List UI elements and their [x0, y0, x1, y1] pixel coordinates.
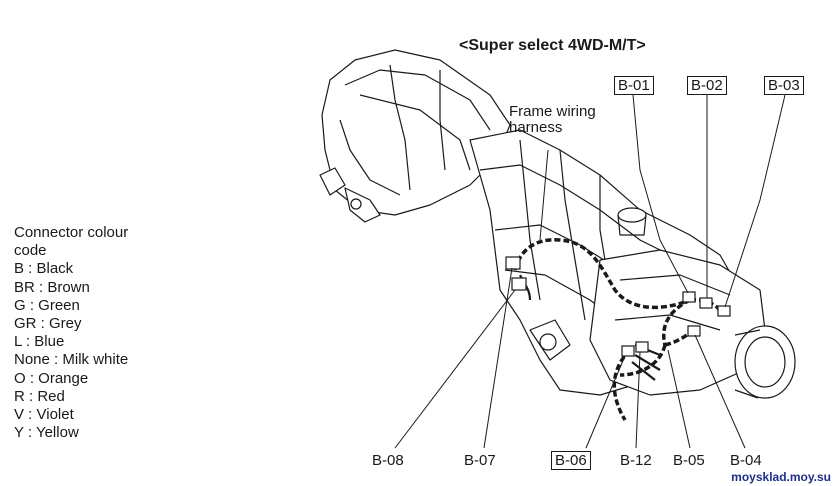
- diagram-title: <Super select 4WD-M/T>: [459, 37, 646, 54]
- connector-label-b05: B-05: [673, 452, 705, 469]
- leader-b07: [483, 267, 513, 449]
- legend-item: G : Green: [14, 296, 80, 314]
- legend-item: None : Milk white: [14, 351, 129, 369]
- leader-harness: [539, 149, 549, 241]
- frame-wiring-harness-label: Frame wiring harness: [509, 103, 596, 136]
- leader-b01: [632, 94, 689, 294]
- connector-blocks: [505, 256, 731, 357]
- legend-item: GR : Grey: [14, 315, 82, 333]
- connector-label-b04: B-04: [730, 452, 762, 469]
- connector-label-b07: B-07: [464, 452, 496, 469]
- leader-b06: [585, 355, 626, 449]
- transmission-illustration: [319, 49, 796, 399]
- leader-b12: [635, 351, 641, 449]
- legend-item: L : Blue: [14, 333, 65, 351]
- connector-b04-block: [687, 325, 701, 337]
- connector-label-b08: B-08: [372, 452, 404, 469]
- connector-b01-block: [682, 291, 696, 303]
- leader-lines: [394, 94, 786, 449]
- connector-label-b03: B-03: [764, 76, 804, 95]
- connector-colour-legend: Connector colour code B : Black BR : Bro…: [14, 224, 164, 442]
- legend-item: B : Black: [14, 260, 74, 278]
- connector-b07-block: [505, 256, 521, 270]
- connector-label-b12: B-12: [620, 452, 652, 469]
- leader-b03: [724, 94, 786, 308]
- connector-label-b01: B-01: [614, 76, 654, 95]
- connector-label-b02: B-02: [687, 76, 727, 95]
- connector-b06-block: [621, 345, 635, 357]
- legend-heading: Connector colour code: [14, 224, 129, 260]
- connector-b12-block: [635, 341, 649, 353]
- legend-item: O : Orange: [14, 369, 89, 387]
- connector-label-b06: B-06: [551, 451, 591, 470]
- leader-b08: [394, 289, 516, 449]
- legend-item: V : Violet: [14, 406, 74, 424]
- connector-b08-block: [511, 277, 527, 291]
- connector-b03-block: [717, 305, 731, 317]
- legend-item: Y : Yellow: [14, 424, 79, 442]
- legend-item: R : Red: [14, 387, 65, 405]
- watermark: moysklad.moy.su: [731, 470, 831, 484]
- connector-b02-block: [699, 297, 713, 309]
- leader-b04: [694, 334, 746, 449]
- wiring-harness: [513, 238, 724, 421]
- leader-b05: [667, 349, 691, 449]
- legend-item: BR : Brown: [14, 278, 90, 296]
